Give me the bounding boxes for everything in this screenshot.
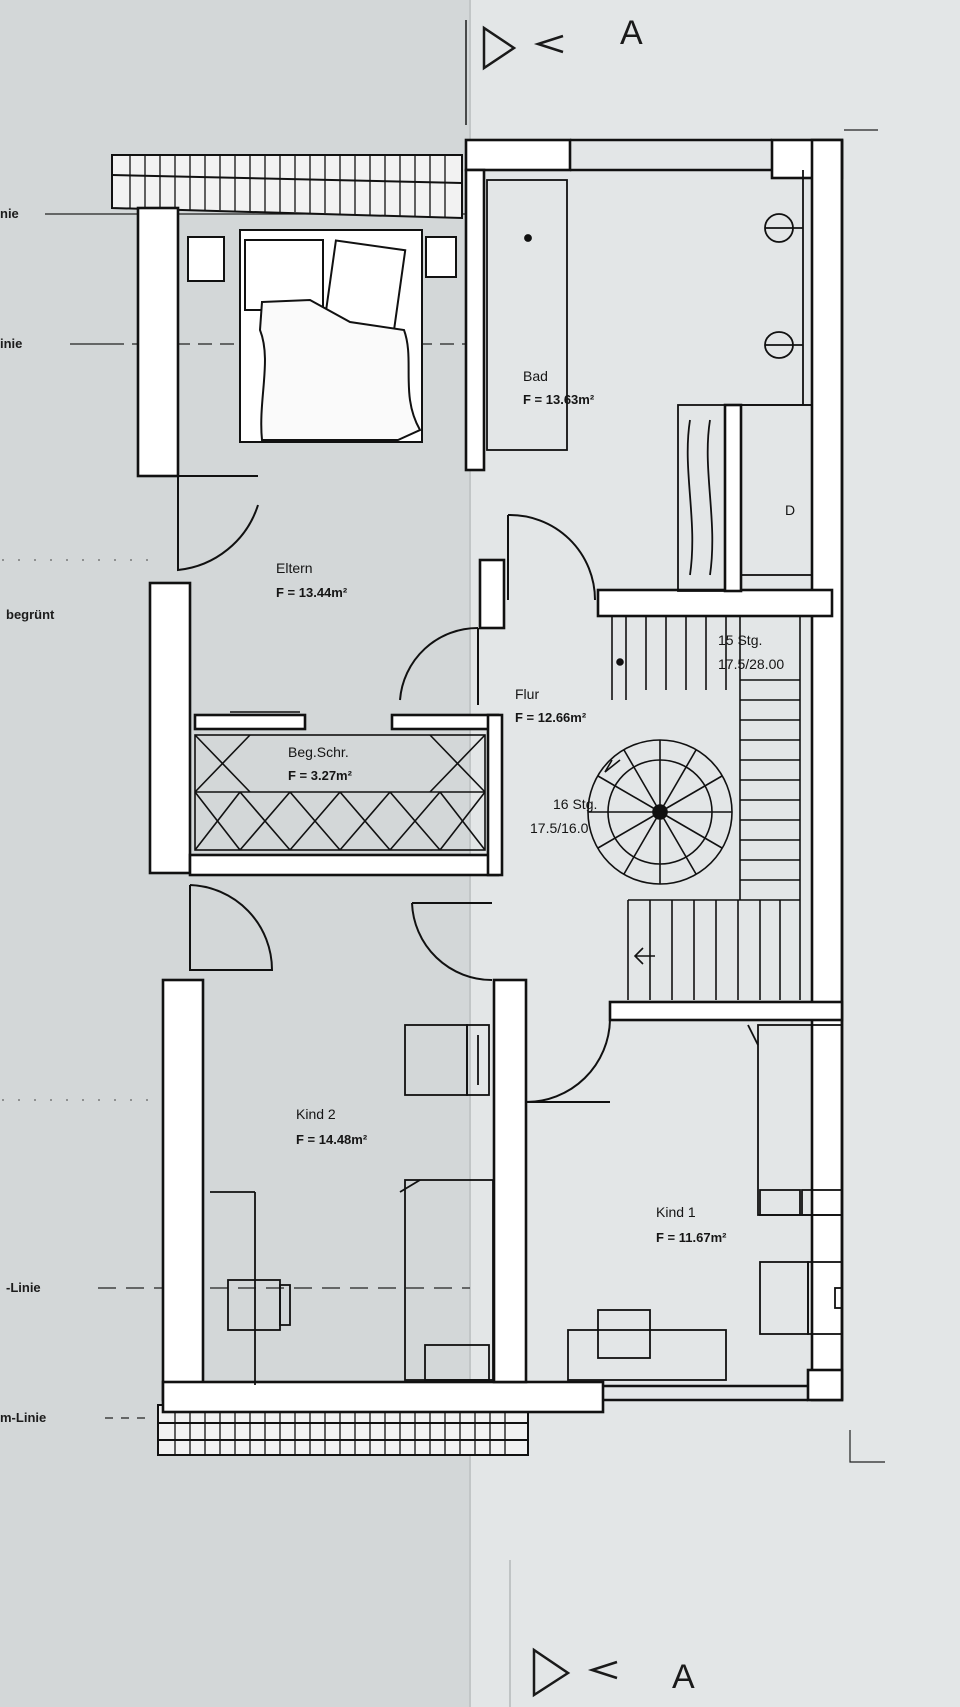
room-name-kind2: Kind 2 [296,1106,336,1122]
stair-ratio-straight: 17.5/28.00 [718,656,785,672]
kind1-furniture [567,1024,843,1381]
room-area-beg-schr: F = 3.27m² [288,768,352,783]
section-marker-bottom [532,1647,618,1698]
eltern-bed [187,229,457,443]
side-label-4: -Linie [6,1280,41,1295]
room-area-bad: F = 13.63m² [523,392,595,407]
stair-steps-straight: 15 Stg. [718,632,763,648]
room-name-beg-schr: Beg.Schr. [288,744,349,760]
straight-stair [611,615,801,1000]
stair-ratio-spiral: 17.5/16.0 [530,820,589,836]
spiral-stair [587,739,733,885]
section-letter-bottom: A [672,1658,695,1696]
room-name-flur: Flur [515,686,540,702]
door-swings [177,475,611,1103]
room-area-kind2: F = 14.48m² [296,1132,368,1147]
balcony-bottom [157,1404,529,1456]
balcony-top [111,154,463,220]
bad-fixtures [486,170,813,592]
kind2-furniture [210,1024,494,1385]
side-label-3: begrünt [6,607,55,622]
side-label-2: inie [0,336,23,351]
section-letter-top: A [620,14,643,52]
side-label-5: m-Linie [0,1410,47,1425]
right-paper-sheet [470,0,960,1707]
stair-steps-spiral: 16 Stg. [553,796,598,812]
section-marker-top [465,20,564,125]
wardrobe-crosses [194,711,486,851]
room-name-kind1: Kind 1 [656,1204,696,1220]
room-name-bad: Bad [523,368,548,384]
room-area-flur: F = 12.66m² [515,710,587,725]
dryer-label: D [785,502,796,518]
side-label-1: nie [0,206,19,221]
room-area-kind1: F = 11.67m² [656,1230,727,1245]
room-area-eltern: F = 13.44m² [276,585,348,600]
room-name-eltern: Eltern [276,560,313,576]
